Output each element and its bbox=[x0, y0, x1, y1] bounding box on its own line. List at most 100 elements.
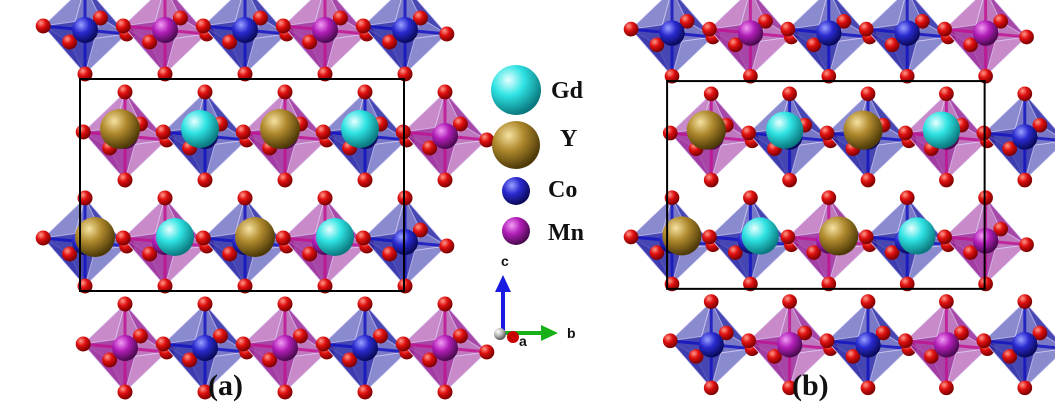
oxygen-atom bbox=[157, 190, 173, 206]
y-atom bbox=[843, 110, 883, 150]
oxygen-atom bbox=[806, 37, 822, 53]
oxygen-atom bbox=[77, 190, 93, 206]
oxygen-atom bbox=[252, 10, 268, 26]
gd-atom bbox=[316, 218, 354, 256]
oxygen-atom bbox=[197, 172, 213, 188]
oxygen-atom bbox=[899, 276, 915, 292]
structure-panel-b bbox=[623, 0, 1055, 396]
legend-label-mn: Mn bbox=[548, 220, 584, 246]
oxygen-atom bbox=[315, 124, 331, 140]
oxygen-atom bbox=[439, 26, 455, 42]
oxygen-atom bbox=[357, 84, 373, 100]
mn-atom bbox=[933, 331, 960, 358]
mn-atom bbox=[737, 20, 764, 46]
oxygen-atom bbox=[662, 125, 678, 141]
mn-octahedron bbox=[275, 0, 375, 82]
co-octahedron-face bbox=[364, 91, 408, 141]
oxygen-atom bbox=[357, 384, 373, 400]
mn-octahedron bbox=[741, 294, 838, 396]
mn-octahedron-face bbox=[444, 303, 488, 353]
oxygen-atom bbox=[780, 21, 796, 37]
oxygen-atom bbox=[115, 230, 131, 246]
oxygen-atom bbox=[212, 328, 228, 344]
legend-label-y: Y bbox=[560, 126, 577, 152]
oxygen-atom bbox=[860, 86, 876, 102]
gd-atom bbox=[741, 217, 779, 255]
y-atom bbox=[235, 217, 275, 257]
mn-octahedron bbox=[702, 0, 799, 84]
oxygen-atom bbox=[1032, 325, 1048, 341]
co-atom bbox=[352, 335, 378, 361]
co-atom bbox=[855, 331, 881, 358]
co-octahedron bbox=[976, 86, 1055, 188]
oxygen-atom bbox=[819, 333, 835, 349]
mn-octahedron bbox=[937, 0, 1034, 84]
oxygen-atom bbox=[422, 352, 438, 368]
oxygen-atom bbox=[75, 124, 91, 140]
oxygen-atom bbox=[914, 13, 930, 29]
oxygen-atom bbox=[1017, 86, 1033, 102]
oxygen-atom bbox=[77, 278, 93, 294]
gd-atom bbox=[156, 218, 194, 256]
oxygen-atom bbox=[317, 278, 333, 294]
co-octahedron bbox=[662, 294, 760, 396]
co-octahedron-face bbox=[789, 93, 831, 142]
oxygen-atom bbox=[821, 276, 837, 292]
oxygen-atom bbox=[235, 124, 251, 140]
oxygen-atom bbox=[954, 325, 969, 341]
oxygen-atom bbox=[743, 276, 758, 292]
oxygen-atom bbox=[688, 349, 704, 364]
oxygen-atom bbox=[664, 68, 680, 84]
oxygen-atom bbox=[155, 124, 171, 140]
b-axis-arrowhead bbox=[541, 325, 558, 341]
oxygen-atom bbox=[439, 238, 455, 254]
y-atom bbox=[260, 109, 300, 149]
oxygen-atom bbox=[806, 245, 822, 260]
oxygen-atom bbox=[963, 245, 978, 260]
mn-octahedron-face bbox=[945, 301, 988, 350]
co-atom bbox=[232, 17, 258, 43]
oxygen-atom bbox=[292, 328, 308, 344]
origin-sphere bbox=[494, 328, 506, 340]
co-atom-swatch bbox=[502, 177, 530, 205]
co-octahedron-face bbox=[204, 303, 248, 353]
mn-atom bbox=[112, 335, 138, 361]
oxygen-atom bbox=[743, 190, 758, 206]
mn-octahedron bbox=[75, 296, 175, 400]
oxygen-atom bbox=[797, 325, 813, 341]
oxygen-atom bbox=[939, 294, 954, 309]
co-octahedron-face bbox=[1024, 301, 1055, 343]
oxygen-atom bbox=[197, 384, 213, 400]
mn-octahedron-face bbox=[985, 197, 1027, 246]
oxygen-atom bbox=[782, 380, 797, 396]
mn-octahedron-face bbox=[444, 91, 488, 141]
co-octahedron bbox=[858, 0, 956, 84]
oxygen-atom bbox=[317, 190, 333, 206]
mn-octahedron bbox=[395, 296, 495, 400]
mn-octahedron-face bbox=[124, 91, 168, 141]
oxygen-atom bbox=[422, 140, 438, 156]
oxygen-atom bbox=[1032, 117, 1048, 133]
oxygen-atom bbox=[277, 172, 293, 188]
y-atom bbox=[819, 216, 859, 256]
oxygen-atom bbox=[315, 336, 331, 352]
oxygen-atom bbox=[75, 336, 91, 352]
y-atom-swatch bbox=[492, 121, 540, 169]
co-atom bbox=[72, 17, 98, 43]
oxygen-atom bbox=[978, 68, 993, 84]
oxygen-atom bbox=[860, 294, 876, 309]
mn-atom bbox=[432, 335, 458, 361]
oxygen-atom bbox=[397, 66, 413, 82]
oxygen-atom bbox=[277, 296, 293, 312]
legend: Gd Y Co Mn bbox=[491, 65, 584, 246]
unit-cell-outline bbox=[666, 80, 986, 290]
oxygen-atom bbox=[357, 172, 373, 188]
oxygen-atom bbox=[157, 66, 173, 82]
gd-atom bbox=[922, 111, 961, 149]
oxygen-atom bbox=[155, 336, 171, 352]
oxygen-atom bbox=[662, 333, 678, 349]
oxygen-atom bbox=[884, 37, 900, 53]
co-octahedron bbox=[780, 0, 878, 84]
legend-item-mn: Mn bbox=[502, 217, 584, 246]
oxygen-atom bbox=[117, 84, 133, 100]
